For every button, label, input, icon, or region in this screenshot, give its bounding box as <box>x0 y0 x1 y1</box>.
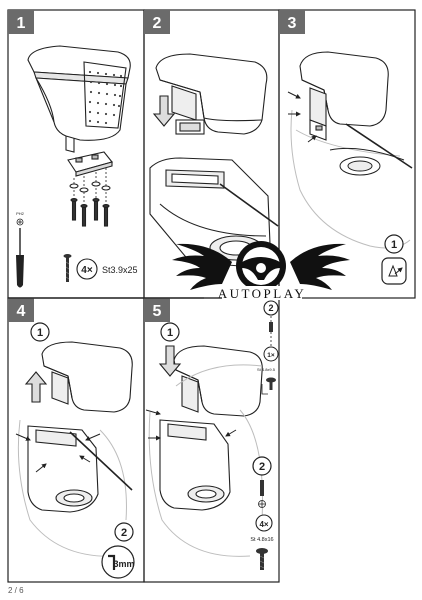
hex-key-badge: 3mm <box>101 545 135 579</box>
svg-text:5: 5 <box>153 303 162 320</box>
pry-tool-icon-2 <box>345 123 413 169</box>
arrow-icon <box>85 433 101 441</box>
console-illustration <box>159 419 231 511</box>
callout-1: 1 <box>384 234 404 254</box>
arrow-icon <box>225 429 237 437</box>
armrest-on-bracket-illustration <box>152 53 268 135</box>
armrest-exploded-illustration <box>27 45 131 227</box>
callout-2: 2 <box>263 300 279 316</box>
left-wing-icon <box>172 243 232 290</box>
qty-circle <box>76 258 98 280</box>
screwdriver-icon: PH2 <box>16 211 25 288</box>
allen-key-icon <box>69 431 133 491</box>
svg-text:4×: 4× <box>259 520 268 529</box>
arrow-icon <box>35 463 47 473</box>
armrest-installed-illustration <box>299 51 389 141</box>
screw-spec-bottom: St 4.8x16 <box>250 537 273 543</box>
svg-text:1: 1 <box>17 15 26 32</box>
arrow-icon <box>307 135 317 143</box>
console-illustration <box>27 425 99 513</box>
svg-text:4: 4 <box>17 303 26 320</box>
screw-icon <box>269 322 273 332</box>
callout-2: 2 <box>114 522 134 542</box>
steering-wheel-icon <box>236 241 286 291</box>
bit-label: PH2 <box>16 211 25 216</box>
autoplay-watermark: AUTOPLAY <box>8 241 350 301</box>
step-label-3: 3 <box>279 10 305 34</box>
arrow-icon <box>287 91 301 99</box>
callout-1: 1 <box>160 322 180 342</box>
step-label-1: 1 <box>8 10 34 34</box>
svg-text:3: 3 <box>288 15 297 32</box>
callout-1: 1 <box>30 322 50 342</box>
arrow-icon <box>15 433 31 441</box>
svg-text:1: 1 <box>37 327 43 339</box>
washer-icon <box>258 500 266 508</box>
step-label-5: 5 <box>144 298 170 322</box>
svg-text:2: 2 <box>268 303 273 313</box>
qty-badge-bottom: 4× <box>255 514 273 532</box>
open-lid-icon <box>381 257 407 285</box>
pry-tool-icon <box>219 183 279 227</box>
svg-text:1×: 1× <box>267 352 275 359</box>
screw-qty: 4× <box>81 265 93 276</box>
arrow-icon <box>79 455 91 463</box>
console-outline <box>17 419 127 557</box>
screw-icon <box>260 480 264 496</box>
screw-spec: St3.9x25 <box>102 265 138 275</box>
armrest-lowering-illustration <box>158 345 263 417</box>
step-label-4: 4 <box>8 298 34 322</box>
screw-icon <box>256 548 268 570</box>
stitch-dots <box>88 70 123 125</box>
hex-size: 3mm <box>113 559 134 569</box>
svg-text:1: 1 <box>167 327 173 339</box>
screw-icon <box>266 377 276 390</box>
svg-text:2: 2 <box>121 527 127 539</box>
screw-spec-top: St 4.8x9.5 <box>257 367 276 372</box>
console-outline <box>290 109 411 249</box>
callout-2: 2 <box>252 456 272 476</box>
page-number: 2 / 6 <box>8 586 24 595</box>
arrow-icon <box>145 409 161 416</box>
brand-name: AUTOPLAY <box>218 286 307 301</box>
svg-text:2: 2 <box>153 15 162 32</box>
step-label-2: 2 <box>144 10 170 34</box>
armrest-lifted-illustration <box>24 341 133 413</box>
right-wing-icon <box>290 243 350 290</box>
screw-callout: 4× St3.9x25 <box>63 254 138 282</box>
qty-badge-top: 1× <box>263 346 279 362</box>
svg-text:1: 1 <box>391 239 397 251</box>
svg-text:2: 2 <box>259 461 265 473</box>
